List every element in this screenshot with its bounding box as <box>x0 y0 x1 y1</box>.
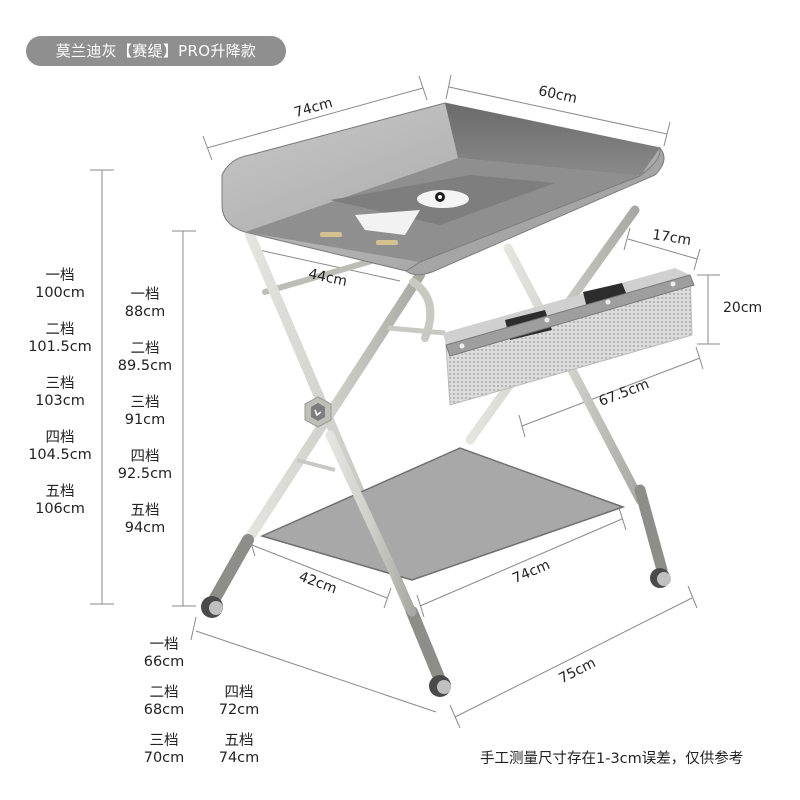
base-width-level-5: 五档 74cm <box>218 733 260 766</box>
product-variant-badge: 莫兰迪灰【赛缇】PRO升降款 <box>26 36 286 66</box>
tray-height-level-4: 四档 92.5cm <box>117 449 173 482</box>
changing-tray <box>221 102 665 276</box>
base-width-level-2: 二档 68cm <box>143 685 185 718</box>
bottom-storage-shelf <box>259 447 626 581</box>
measurement-disclaimer: 手工测量尺寸存在1-3cm误差，仅供参考 <box>480 751 744 767</box>
tray-height-level-3: 三档 91cm <box>124 395 166 428</box>
frame-legs <box>201 205 671 697</box>
dimension-lines <box>90 74 720 729</box>
base-width-level-3: 三档 70cm <box>143 733 185 766</box>
tray-height-level-5: 五档 94cm <box>124 503 166 536</box>
total-height-level-5: 五档 106cm <box>35 484 85 517</box>
total-height-level-1: 一档 100cm <box>35 268 85 301</box>
total-height-level-3: 三档 103cm <box>35 376 85 409</box>
base-width-level-4: 四档 72cm <box>218 685 260 718</box>
total-height-level-2: 二档 101.5cm <box>28 322 92 355</box>
basket-height-label: 20cm <box>723 300 763 316</box>
side-storage-basket <box>443 268 695 406</box>
total-height-level-4: 四档 104.5cm <box>28 430 92 463</box>
tray-height-level-2: 二档 89.5cm <box>117 341 173 374</box>
tray-height-level-1: 一档 88cm <box>124 287 166 320</box>
base-width-level-1: 一档 66cm <box>143 637 185 670</box>
